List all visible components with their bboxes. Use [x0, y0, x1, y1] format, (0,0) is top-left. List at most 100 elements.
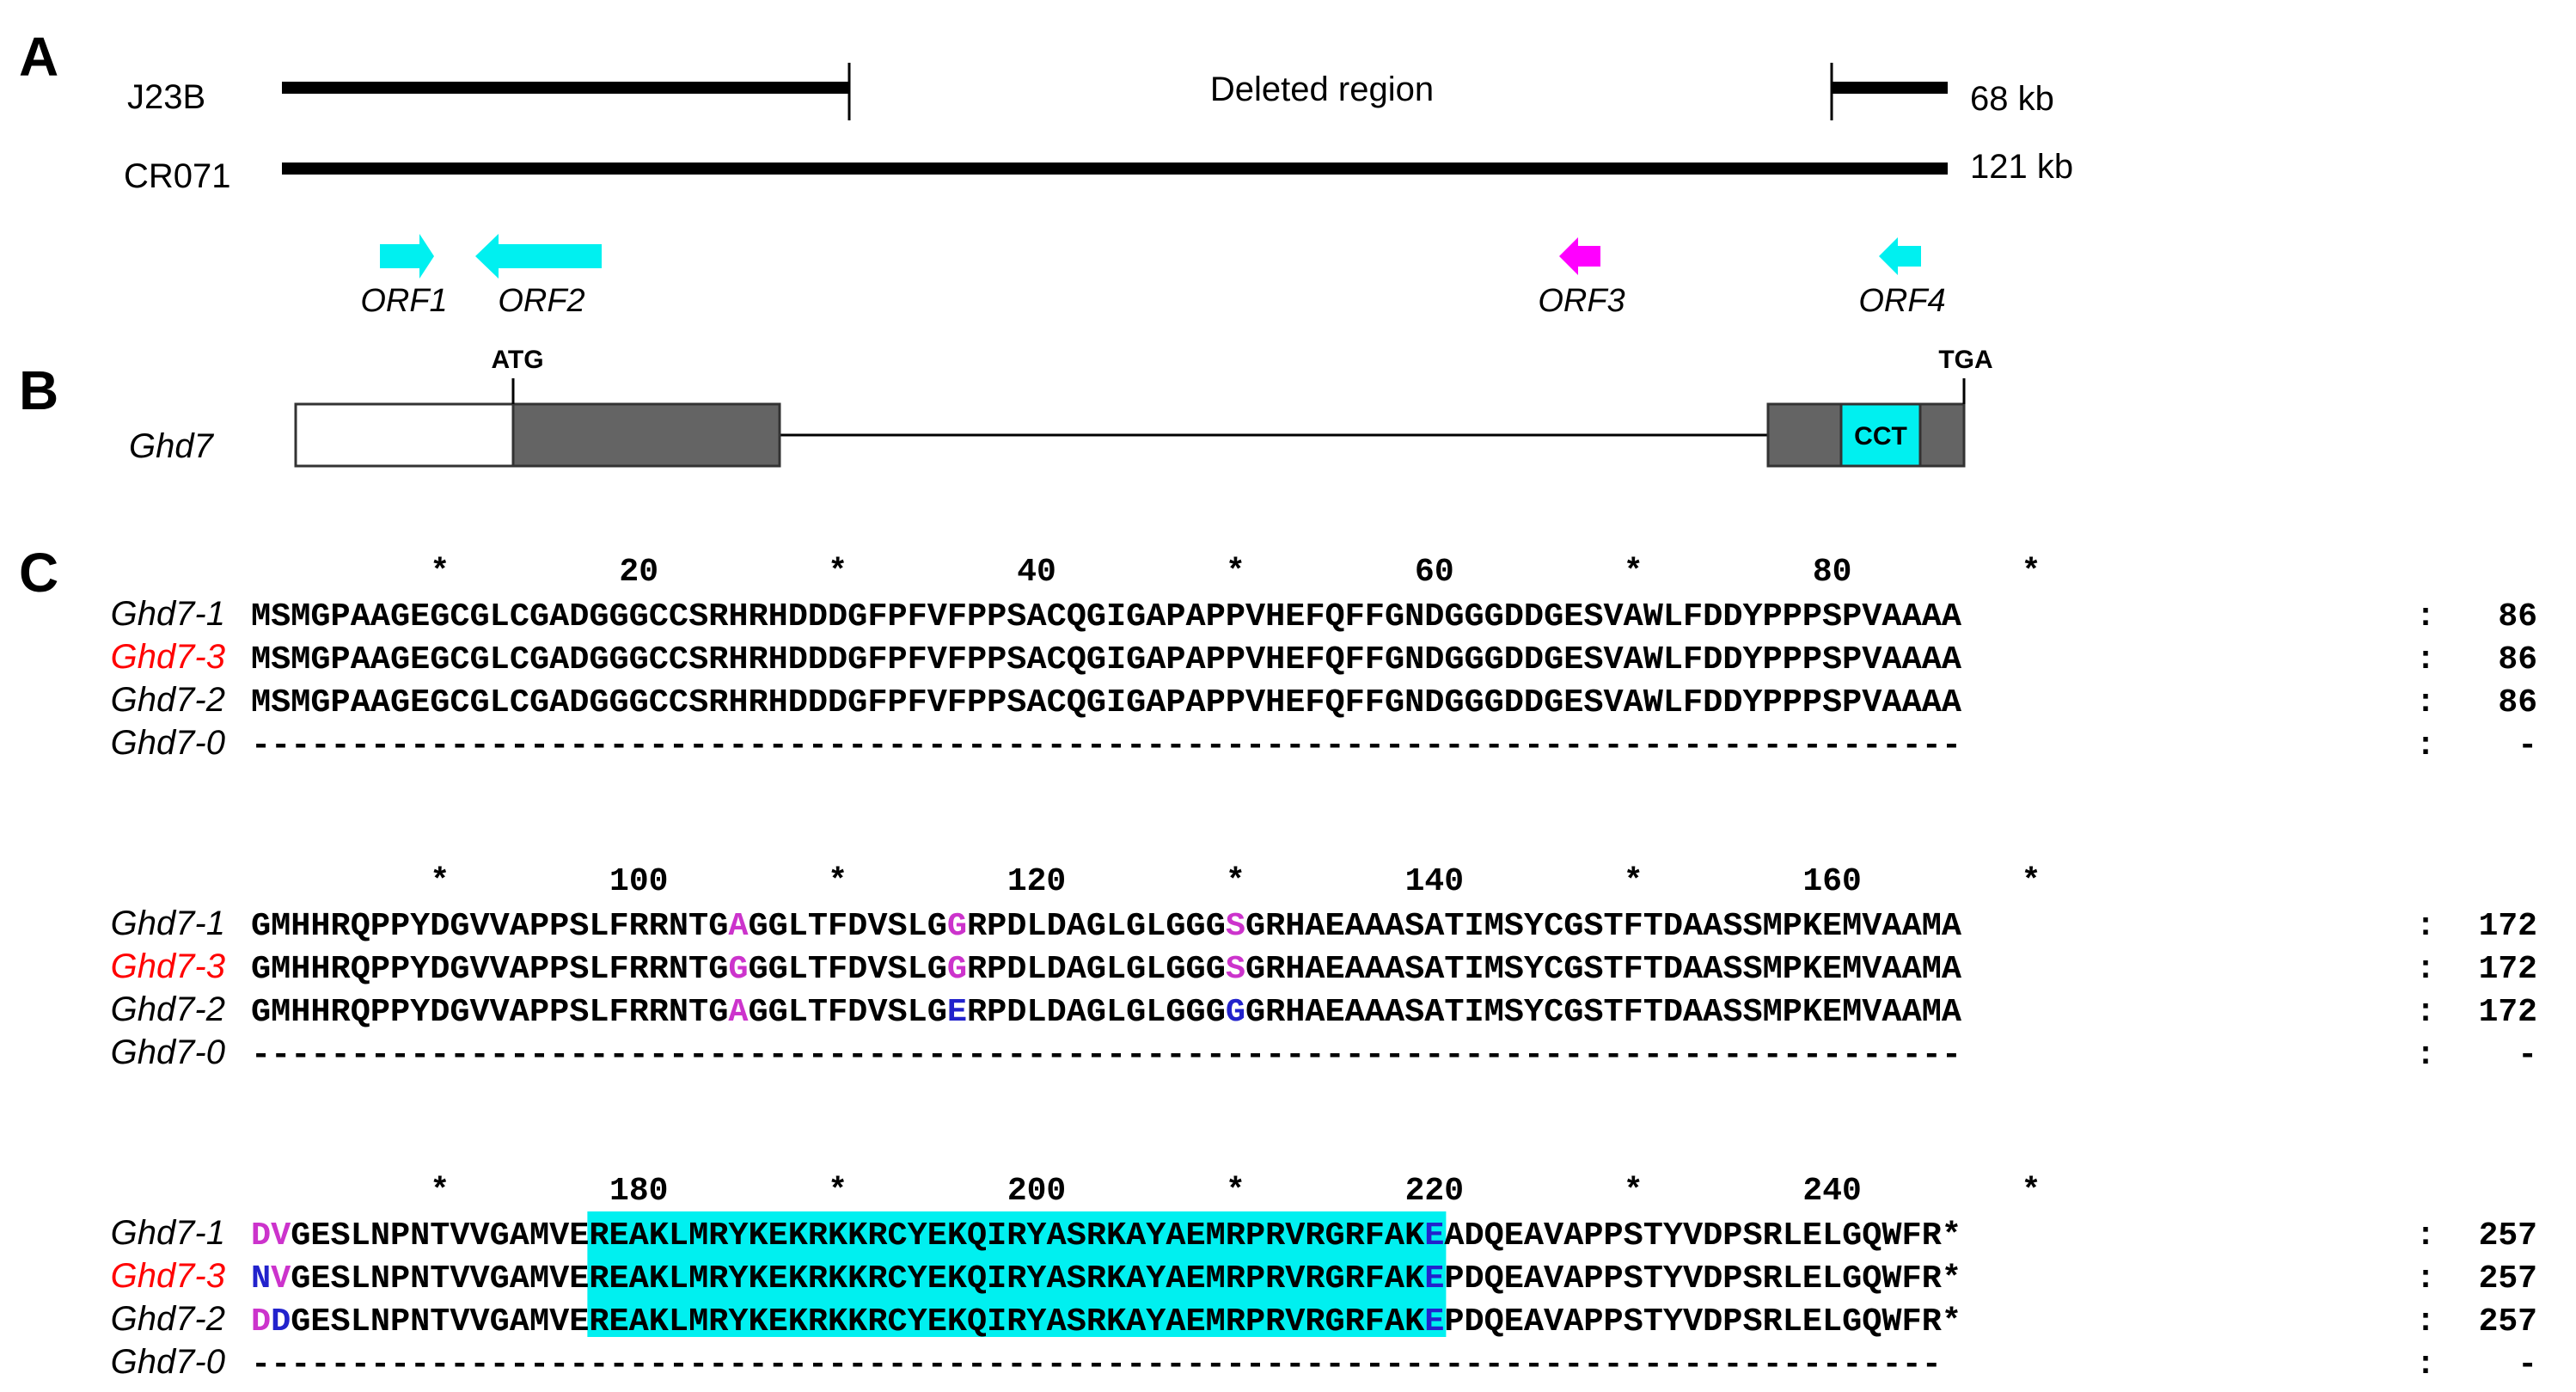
panel-a: A J23B Deleted region 68 kb CR071 121 kb… — [19, 26, 2073, 319]
ruler-number: 100 — [609, 863, 668, 900]
ruler-number: 180 — [609, 1173, 668, 1210]
row-end-number: - — [2518, 727, 2537, 764]
sequence-name: Ghd7-2 — [111, 990, 225, 1028]
sequence-name: Ghd7-2 — [111, 681, 225, 719]
sequence-row: MSMGPAAGEGCGLCGADGGGCCSRHRHDDDGFPFVFPPSA… — [251, 598, 1961, 635]
ruler-number: 120 — [1007, 863, 1066, 900]
cr071-bar — [282, 163, 1948, 175]
ruler-star: * — [2022, 554, 2041, 591]
variant-residue: A — [728, 908, 748, 945]
row-end-number: 86 — [2498, 641, 2537, 678]
sequence-row: ----------------------------------------… — [251, 1037, 1961, 1074]
ruler-star: * — [1226, 554, 1245, 591]
sequence-row: ----------------------------------------… — [251, 727, 1961, 764]
gene-name: Ghd7 — [129, 427, 215, 465]
panel-b-letter: B — [19, 359, 58, 421]
ruler-star: * — [430, 1173, 450, 1210]
row-end-number: 172 — [2479, 908, 2537, 945]
j23b-bar-left — [282, 82, 849, 94]
orf1-arrow — [380, 234, 434, 279]
row-separator: : — [2416, 598, 2436, 635]
cct-domain-label: CCT — [1854, 422, 1907, 451]
ruler-star: * — [430, 863, 450, 900]
sequence-name: Ghd7-1 — [111, 904, 225, 942]
ruler-number: 160 — [1802, 863, 1861, 900]
ruler-star: * — [828, 863, 847, 900]
orf3-label: ORF3 — [1538, 283, 1625, 319]
ruler-star: * — [1624, 1173, 1643, 1210]
row-end-number: 257 — [2479, 1303, 2537, 1340]
row-separator: : — [2416, 727, 2436, 764]
variant-residue: G — [1226, 994, 1245, 1031]
track-name-j23b: J23B — [127, 78, 205, 116]
sequence-row: ----------------------------------------… — [251, 1346, 1942, 1383]
orf2-label: ORF2 — [498, 283, 584, 319]
variant-residue: D — [251, 1303, 271, 1340]
row-end-number: 86 — [2498, 598, 2537, 635]
j23b-bar-right — [1832, 82, 1948, 94]
row-end-number: 257 — [2479, 1217, 2537, 1254]
ruler-number: 240 — [1802, 1173, 1861, 1210]
ruler-number: 200 — [1007, 1173, 1066, 1210]
row-end-number: - — [2518, 1346, 2537, 1383]
track-size-cr071: 121 kb — [1970, 148, 2073, 186]
panel-a-letter: A — [19, 26, 58, 88]
ruler-number: 80 — [1813, 554, 1852, 591]
sequence-name: Ghd7-3 — [111, 947, 225, 985]
panel-b: B Ghd7 CCT ATG TGA — [19, 346, 1993, 468]
track-size-j23b: 68 kb — [1970, 80, 2054, 118]
track-name-cr071: CR071 — [124, 157, 231, 195]
row-separator: : — [2416, 1346, 2436, 1383]
sequence-name: Ghd7-0 — [111, 1033, 225, 1071]
variant-residue: E — [1424, 1260, 1444, 1297]
ruler-star: * — [1624, 863, 1643, 900]
ruler-number: 60 — [1415, 554, 1454, 591]
ruler-star: * — [430, 554, 450, 591]
row-separator: : — [2416, 641, 2436, 678]
row-separator: : — [2416, 908, 2436, 945]
variant-residue: V — [271, 1217, 291, 1254]
ruler-star: * — [2022, 863, 2041, 900]
row-end-number: 172 — [2479, 951, 2537, 988]
ruler-star: * — [2022, 1173, 2041, 1210]
row-end-number: 257 — [2479, 1260, 2537, 1297]
row-end-number: 86 — [2498, 684, 2537, 721]
variant-residue: N — [251, 1260, 271, 1297]
row-separator: : — [2416, 1260, 2436, 1297]
sequence-name: Ghd7-1 — [111, 1214, 225, 1252]
cct-domain-box — [1839, 402, 1922, 468]
orf2-arrow — [475, 234, 602, 279]
row-end-number: 172 — [2479, 994, 2537, 1031]
row-separator: : — [2416, 1037, 2436, 1074]
variant-residue: A — [728, 994, 748, 1031]
row-end-number: - — [2518, 1037, 2537, 1074]
ruler-number: 20 — [619, 554, 658, 591]
ruler-star: * — [1226, 1173, 1245, 1210]
row-separator: : — [2416, 1303, 2436, 1340]
ruler-star: * — [1226, 863, 1245, 900]
sequence-row: DVGESLNPNTVVGAMVEREAKLMRYKEKRKKRCYEKQIRY… — [251, 1217, 1961, 1254]
orf1-label: ORF1 — [360, 283, 447, 319]
variant-residue: G — [947, 908, 967, 945]
variant-residue: E — [947, 994, 967, 1031]
variant-residue: E — [1424, 1217, 1444, 1254]
row-separator: : — [2416, 994, 2436, 1031]
utr-box — [294, 402, 515, 468]
deleted-region-label: Deleted region — [1210, 71, 1434, 108]
ruler-number: 140 — [1405, 863, 1464, 900]
sequence-row: MSMGPAAGEGCGLCGADGGGCCSRHRHDDDGFPFVFPPSA… — [251, 684, 1961, 721]
sequence-name: Ghd7-0 — [111, 1343, 225, 1381]
sequence-row: DDGESLNPNTVVGAMVEREAKLMRYKEKRKKRCYEKQIRY… — [251, 1303, 1961, 1340]
row-separator: : — [2416, 1217, 2436, 1254]
ruler-star: * — [1624, 554, 1643, 591]
panel-c-letter: C — [19, 542, 58, 604]
sequence-row: MSMGPAAGEGCGLCGADGGGCCSRHRHDDDGFPFVFPPSA… — [251, 641, 1961, 678]
variant-residue: D — [251, 1217, 271, 1254]
row-separator: : — [2416, 951, 2436, 988]
